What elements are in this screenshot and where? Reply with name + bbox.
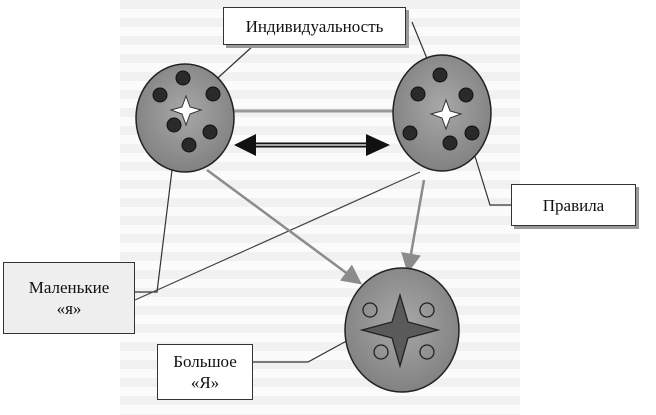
dot	[152, 87, 168, 103]
label-small-selves-line2: «я»	[56, 299, 82, 318]
double-arrow	[234, 134, 390, 156]
right-circle-dots	[402, 67, 480, 151]
dot	[464, 125, 480, 141]
leader-line-rules	[469, 139, 511, 206]
label-small-selves: Маленькие «я»	[3, 262, 135, 334]
arrowhead-right-icon	[366, 134, 390, 156]
label-big-self-line1: Большое	[173, 352, 237, 371]
label-individuality-text: Индивидуальность	[245, 16, 384, 36]
dot	[175, 70, 191, 86]
dot	[181, 137, 197, 153]
left-star-icon	[169, 94, 203, 127]
ring	[419, 344, 435, 360]
leader-line-big	[253, 337, 353, 363]
label-small-selves-line1: Маленькие	[28, 278, 110, 297]
dot	[432, 67, 448, 83]
ring	[419, 302, 435, 318]
big-star-icon	[359, 292, 441, 369]
right-star-icon	[429, 98, 463, 131]
dot	[458, 87, 474, 103]
leader-line-small-right	[134, 171, 421, 301]
ring	[373, 344, 389, 360]
label-big-self-line2: «Я»	[190, 373, 220, 392]
label-rules: Правила	[511, 184, 636, 226]
dot	[402, 125, 418, 141]
dot	[205, 86, 221, 102]
dot	[410, 86, 426, 102]
dot	[166, 117, 182, 133]
label-big-self: Большое «Я»	[157, 344, 253, 400]
dot	[442, 135, 458, 151]
bottom-circle-rings	[362, 302, 435, 360]
gray-arrow-left-to-bottom	[206, 168, 363, 285]
leader-line-small-left	[135, 169, 173, 293]
label-rules-text: Правила	[542, 195, 605, 215]
gray-arrow-right-to-bottom	[401, 179, 426, 274]
left-circle-dots	[152, 70, 221, 153]
arrowhead-left-icon	[234, 134, 256, 156]
label-individuality: Индивидуальность	[223, 7, 406, 45]
dot	[202, 124, 218, 140]
ring	[362, 302, 378, 318]
